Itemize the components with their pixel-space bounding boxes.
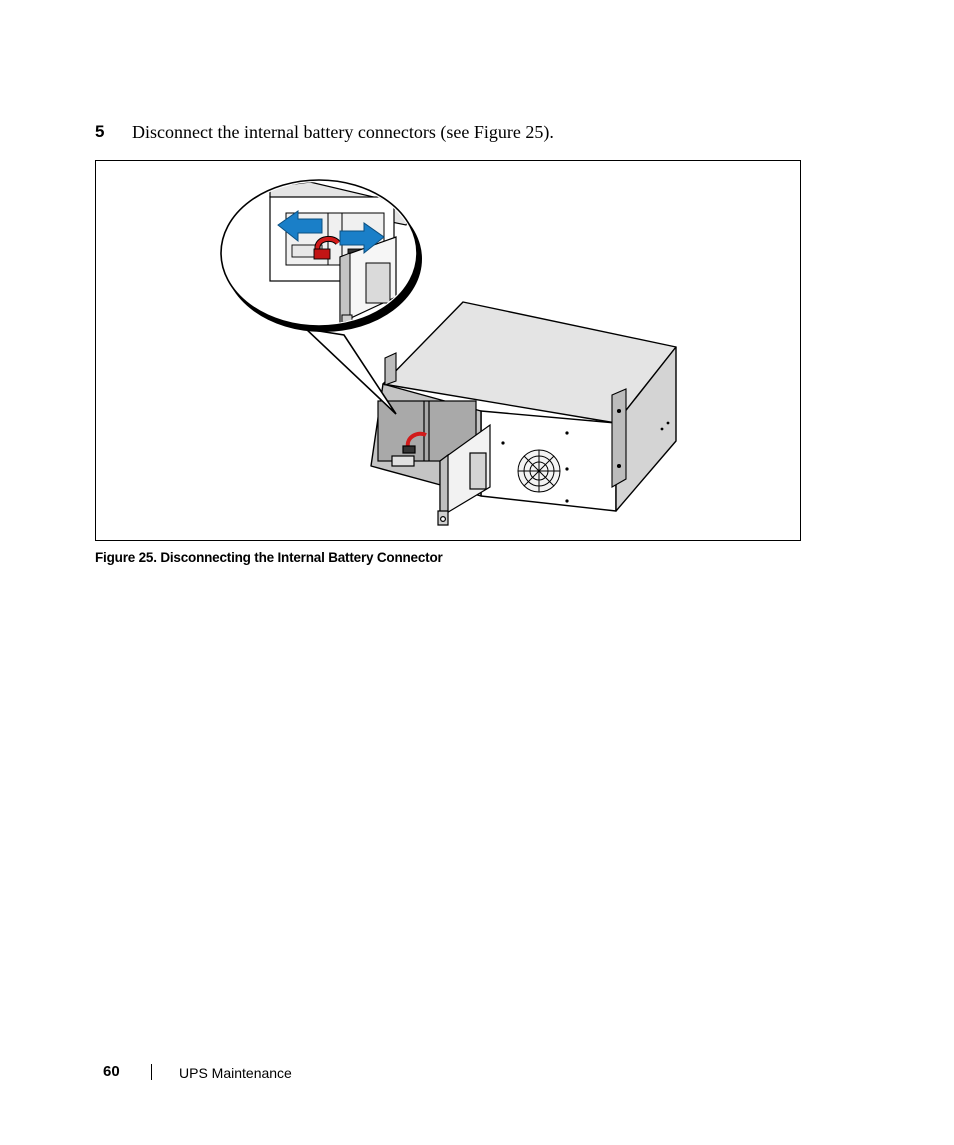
figure-frame [95,160,801,541]
screw-holes [501,421,670,503]
rack-ear-left [384,352,397,386]
page-number: 60 [103,1063,120,1080]
zoomed-detail [269,182,415,324]
arrow-left-icon [277,210,323,243]
footer-section-title: UPS Maintenance [179,1065,292,1081]
fan-grille-icon [517,449,561,493]
ups-illustration [220,179,677,526]
battery-door [437,423,491,526]
footer-divider [151,1064,152,1080]
figure-caption: Figure 25. Disconnecting the Internal Ba… [95,550,443,565]
arrow-right-icon [339,222,385,255]
step-text: Disconnect the internal battery connecto… [132,122,554,142]
step-number: 5 [95,122,105,141]
callout-pointer [303,327,397,415]
rack-ear-right [611,388,627,488]
